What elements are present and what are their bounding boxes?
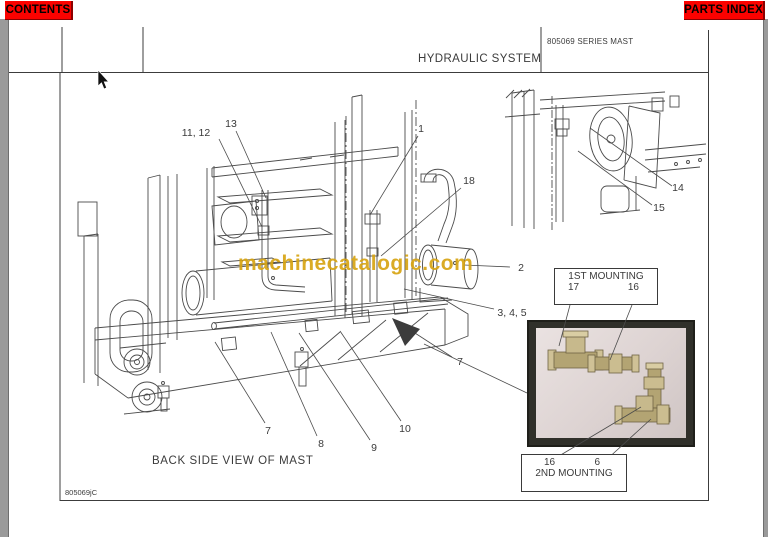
first-mounting-title: 1ST MOUNTING (568, 271, 644, 282)
document-code: 805069jC (65, 488, 98, 497)
fittings-photo (536, 328, 686, 438)
fittings-photo-inset (527, 320, 695, 447)
series-label: 805069 SERIES MAST (547, 37, 634, 46)
view-caption: BACK SIDE VIEW OF MAST (152, 455, 314, 467)
parts-index-button[interactable]: PARTS INDEX (684, 1, 765, 20)
page-title: HYDRAULIC SYSTEM (418, 53, 542, 65)
callout-2: 2 (518, 262, 524, 274)
callout-7-right: 7 (457, 356, 463, 368)
contents-button[interactable]: CONTENTS (5, 1, 73, 20)
callout-9: 9 (371, 442, 377, 454)
callout-7-bottom: 7 (265, 425, 271, 437)
viewer-left-edge (0, 19, 9, 537)
pointer-arrow (392, 318, 420, 346)
watermark: machinecatalogic.com (238, 252, 474, 275)
first-mounting-box: 1ST MOUNTING 17 16 (554, 268, 658, 305)
callout-11-12: 11, 12 (181, 127, 211, 139)
second-mounting-title: 2ND MOUNTING (535, 468, 613, 479)
callout-15: 15 (653, 202, 665, 214)
callout-10: 10 (399, 423, 411, 435)
second-mounting-left-num: 16 (544, 457, 556, 468)
second-mounting-right-num: 6 (594, 457, 600, 468)
mouse-cursor-icon (97, 69, 110, 90)
callout-3-4-5: 3, 4, 5 (497, 307, 527, 319)
callout-8: 8 (318, 438, 324, 450)
first-mounting-right-num: 16 (627, 282, 639, 293)
second-mounting-box: 16 6 2ND MOUNTING (521, 454, 627, 492)
first-mounting-left-num: 17 (568, 282, 580, 293)
callout-18: 18 (463, 175, 475, 187)
callout-1: 1 (418, 123, 424, 135)
inset-detail-drawing (504, 88, 707, 230)
callout-13: 13 (225, 118, 237, 130)
viewer-right-edge (763, 19, 768, 537)
callout-14: 14 (672, 182, 684, 194)
